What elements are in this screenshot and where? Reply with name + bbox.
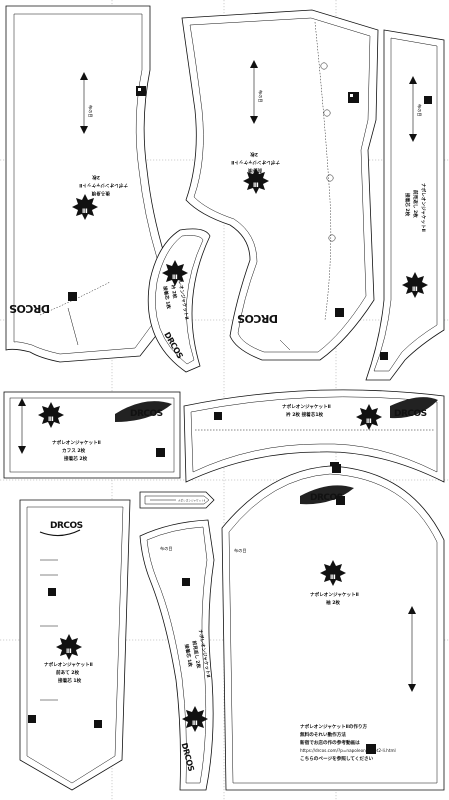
collar-curve-label-3: 接着芯 1枚	[161, 285, 172, 309]
piece-number: Ⅲ	[253, 182, 259, 189]
piece-badge-icon	[320, 560, 346, 586]
piece-badge-icon	[182, 706, 208, 732]
piece-number: Ⅲ	[48, 416, 54, 423]
pattern-piece-collar-stand: Ⅲ DRCOS ナポレオンジャケットⅡ 衿 2枚 接着芯1枚	[183, 389, 445, 483]
cuff-label-2: カフス 2枚	[62, 447, 86, 454]
back-body-label-2: ナポレオンジャケットⅡ	[79, 182, 128, 189]
piece-number: Ⅲ	[82, 208, 88, 215]
front-facing-label-3: 接着芯 2枚	[404, 193, 411, 217]
brand-logo: DRCOS	[310, 493, 343, 503]
instructions-line-2: 無料のそれい動作方法	[300, 731, 346, 738]
grain-label: 布の目	[160, 545, 173, 552]
back-body-label-1: 後ろ身頃	[91, 190, 110, 197]
grain-label: 布の目	[234, 547, 247, 554]
brand-logo: DRCOS	[237, 312, 278, 325]
pattern-piece-front-facing: 布の目 ナポレオンジャケットⅡ 前見返し 2枚 接着芯 2枚 Ⅲ	[365, 29, 445, 381]
pattern-piece-collar-curve: ナポレオンジャケットⅡ 衿 2枚 接着芯 1枚 Ⅲ DRCOS	[147, 228, 211, 373]
instructions-line-4: https://drcos.com/?p=napoleonjacket2-li.…	[300, 748, 396, 753]
piece-badge-icon	[162, 260, 188, 286]
pattern-piece-back-body: 布の目 後ろ身頃 ナポレオンジャケットⅡ 2枚 Ⅲ DRCOS	[5, 5, 168, 363]
lapel-facing-label-2: 前見返し 2枚	[191, 640, 203, 669]
piece-badge-icon	[38, 402, 64, 428]
front-panel-label-3: 接着芯 1枚	[58, 677, 82, 684]
front-body-label-2: ナポレオンジャケットⅡ	[231, 159, 280, 166]
piece-badge-icon	[402, 272, 428, 298]
piece-badge-icon	[243, 168, 269, 194]
brand-logo: DRCOS	[394, 409, 427, 419]
lapel-facing-label-3: 接着芯 1枚	[183, 643, 194, 667]
collar-curve-label-2: 衿 2枚	[169, 284, 178, 299]
front-panel-label-1: ナポレオンジャケットⅡ	[44, 661, 93, 668]
pattern-piece-front-body: 布の目 前身頃 ナポレオンジャケットⅡ 2枚 Ⅲ DRCOS	[181, 9, 379, 361]
grain-label: 布の目	[416, 104, 423, 117]
instructions-line-1: ナポレオンジャケットⅡの作り方	[300, 723, 368, 730]
front-facing-label-1: ナポレオンジャケットⅡ	[420, 183, 427, 232]
brand-logo: DRCOS	[50, 521, 83, 531]
sleeve-label-2: 袖 2枚	[326, 599, 340, 606]
cuff-label-1: ナポレオンジャケットⅡ	[52, 439, 101, 446]
front-body-label-3: 2枚	[250, 151, 258, 158]
instructions-line-5: こちらのページを参照してください	[300, 755, 374, 762]
pattern-piece-front-panel: DRCOS Ⅲ ナポレオンジャケットⅡ 前あて 2枚 接着芯 1枚	[19, 499, 131, 791]
cuff-label-3: 接着芯 2枚	[64, 455, 88, 462]
collar-stand-label-2: 衿 2枚 接着芯1枚	[286, 411, 324, 418]
pattern-piece-tab: ナポレオンジャケットⅡ	[139, 491, 215, 509]
collar-stand-label-1: ナポレオンジャケットⅡ	[282, 403, 331, 410]
piece-number: Ⅲ	[330, 574, 336, 581]
piece-badge-icon	[356, 404, 382, 430]
piece-number: Ⅲ	[172, 274, 178, 281]
back-body-label-3: 2枚	[92, 174, 100, 181]
brand-logo: DRCOS	[130, 409, 163, 419]
pattern-piece-lapel-facing: 布の目 ナポレオンジャケットⅡ 前見返し 2枚 接着芯 1枚 Ⅲ DRCOS	[139, 519, 215, 791]
piece-number: Ⅲ	[192, 720, 198, 727]
pattern-piece-sleeve: DRCOS Ⅲ ナポレオンジャケットⅡ 袖 2枚 布の目 ナポレオンジャケットⅡ…	[221, 464, 445, 791]
pattern-piece-cuff: Ⅲ DRCOS ナポレオンジャケットⅡ カフス 2枚 接着芯 2枚	[3, 391, 181, 479]
grain-label: 布の目	[257, 90, 264, 103]
piece-number: Ⅲ	[66, 648, 72, 655]
instructions-line-3: 新宿でお店の作の参考動画は	[300, 739, 360, 746]
piece-badge-icon	[72, 194, 98, 220]
grain-label: 布の目	[87, 105, 94, 118]
brand-logo: DRCOS	[9, 302, 50, 315]
tab-label: ナポレオンジャケットⅡ	[178, 499, 206, 503]
piece-badge-icon	[56, 634, 82, 660]
piece-number: Ⅲ	[366, 418, 372, 425]
sleeve-label-1: ナポレオンジャケットⅡ	[310, 591, 359, 598]
front-facing-label-2: 前見返し 2枚	[412, 190, 419, 218]
instructions: ナポレオンジャケットⅡの作り方 無料のそれい動作方法 新宿でお店の作の参考動画は…	[300, 723, 396, 762]
piece-number: Ⅲ	[412, 286, 418, 293]
front-panel-label-2: 前あて 2枚	[56, 669, 79, 676]
